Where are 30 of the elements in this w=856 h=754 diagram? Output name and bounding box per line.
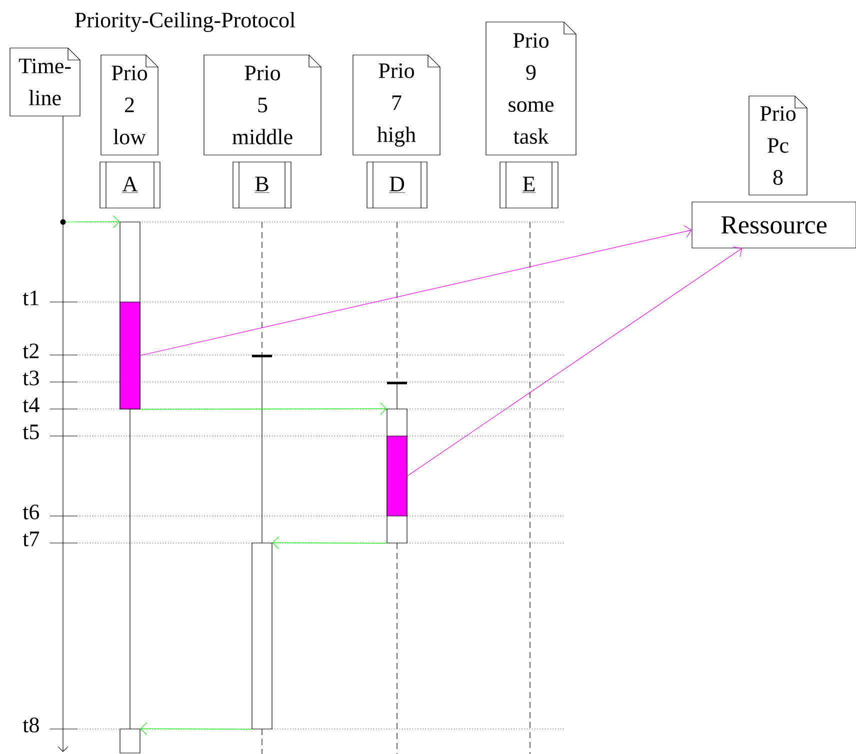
thread-box: B — [232, 162, 292, 208]
time-label: t4 — [22, 398, 40, 412]
arrow — [66, 215, 120, 228]
time-label: t3 — [22, 370, 39, 386]
title: Priority-Ceiling-Protocol — [75, 12, 296, 32]
critical-section-bar — [120, 302, 140, 410]
note-box: Prio 9 some task — [486, 22, 576, 156]
thread-box: A — [100, 162, 160, 208]
time-label: t2 — [22, 344, 38, 358]
note-box: Prio Pc 8 — [748, 96, 808, 196]
time-label: t5 — [22, 424, 39, 440]
arrow — [407, 246, 742, 476]
critical-section-bar — [386, 436, 408, 516]
note-box: Prio 2 low — [100, 54, 158, 156]
note-box: Time-line — [10, 48, 80, 116]
thread-box: D — [366, 162, 428, 208]
arrow — [140, 225, 692, 356]
activation-bar — [252, 542, 272, 730]
time-label: t1 — [22, 290, 38, 306]
activation-bar — [120, 728, 140, 754]
time-label: t6 — [22, 504, 40, 520]
note-box: Prio 7 high — [352, 54, 440, 156]
arrow — [140, 402, 387, 415]
time-label: t8 — [22, 718, 39, 732]
resource-box: Ressource — [692, 202, 856, 248]
note-box: Prio 5 middle — [204, 54, 322, 156]
thread-box: E — [500, 162, 558, 208]
arrow — [140, 722, 252, 736]
time-label: t7 — [22, 532, 40, 546]
arrow — [272, 536, 387, 550]
